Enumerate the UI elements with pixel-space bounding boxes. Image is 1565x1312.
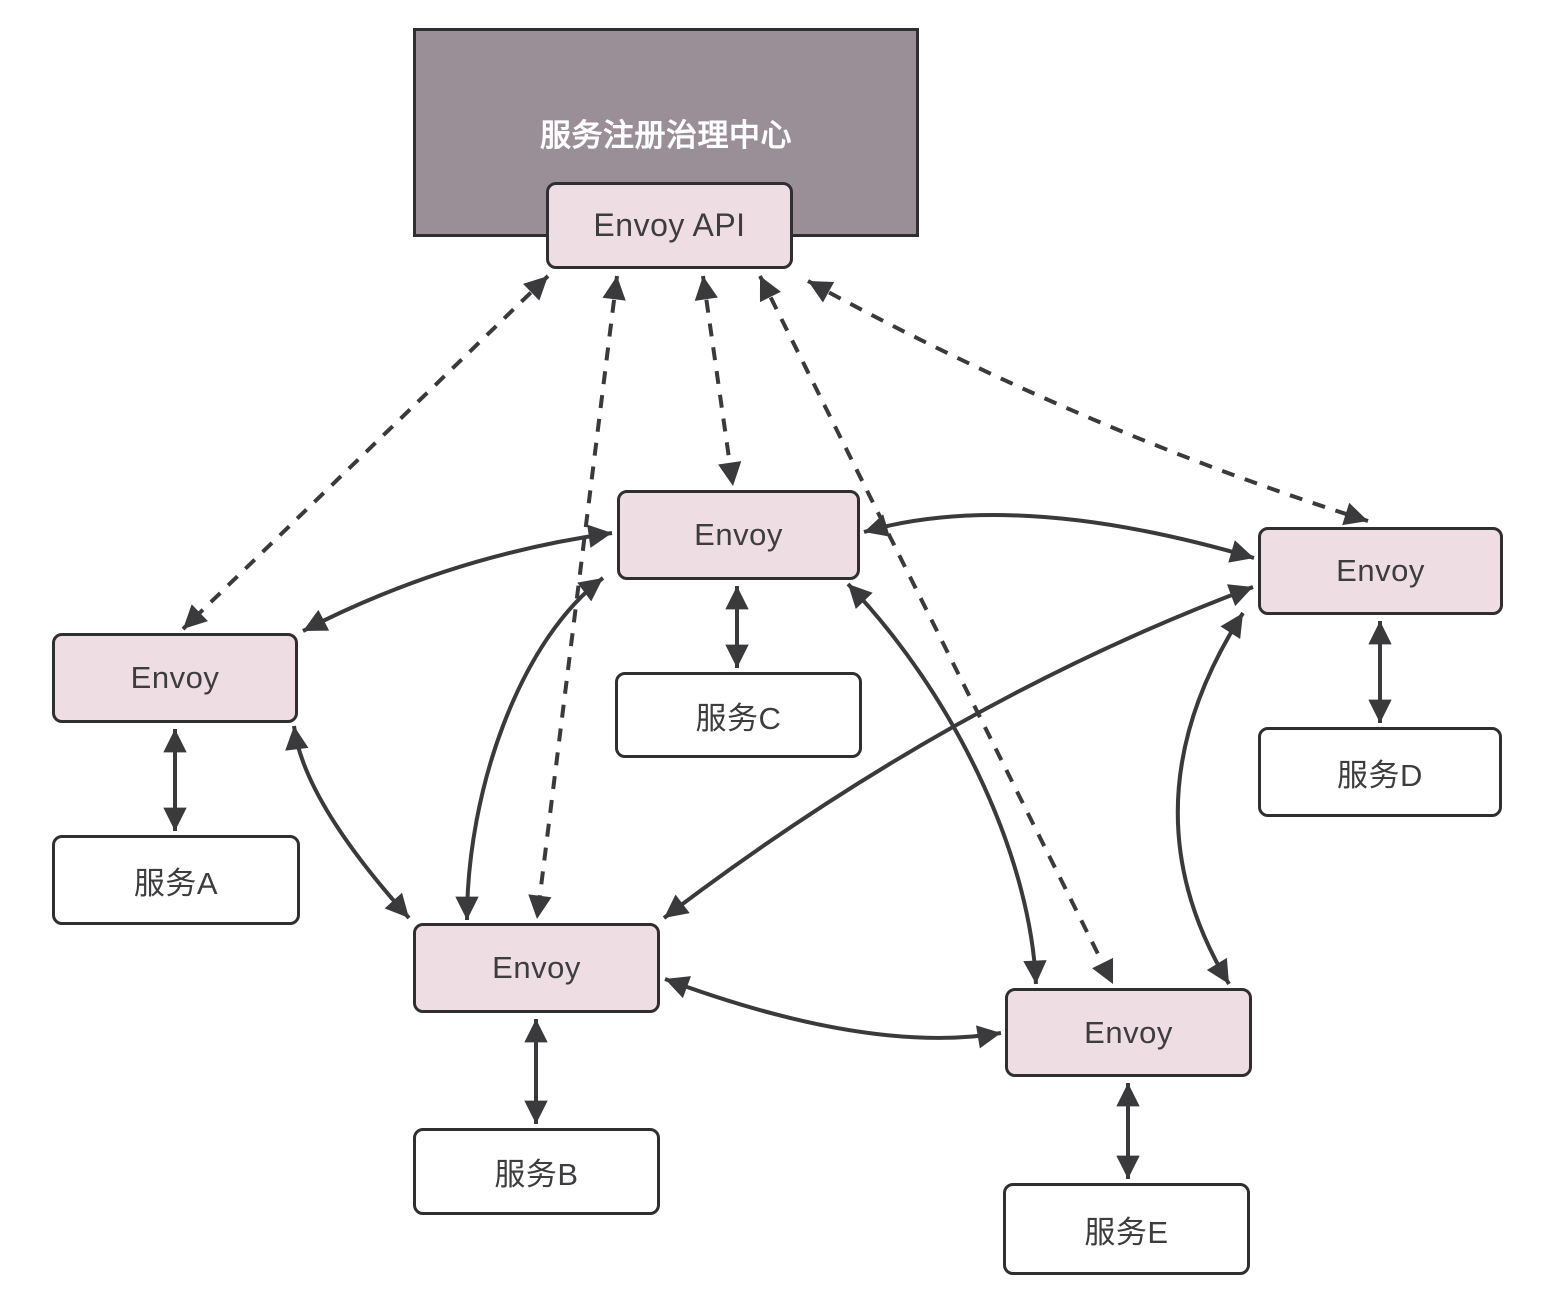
service-e-box: 服务E — [1003, 1183, 1250, 1275]
service-d-box: 服务D — [1258, 727, 1502, 817]
envoy-api-label: Envoy API — [593, 207, 746, 243]
envoy-api-box: Envoy API — [546, 182, 793, 269]
service-a-box: 服务A — [52, 835, 300, 925]
edge-envoy-a-envoy-c — [302, 524, 613, 633]
service-a-label: 服务A — [133, 865, 219, 901]
service-c-label: 服务C — [695, 700, 782, 736]
service-e-label: 服务E — [1084, 1214, 1169, 1250]
edge-envoy-c-envoy-d — [863, 513, 1255, 563]
registry-center-label: 服务注册治理中心 — [540, 118, 792, 153]
envoy-d-label: Envoy — [1336, 553, 1425, 588]
envoy-e-label: Envoy — [1084, 1014, 1173, 1050]
edge-envoy-b-envoy-e — [664, 976, 1002, 1049]
edge-envoy-d-envoy-e — [1175, 611, 1245, 986]
edge-envoy-c-envoy-e — [846, 582, 1047, 985]
service-b-box: 服务B — [413, 1128, 660, 1215]
edge-envoy-b-envoy-api — [528, 275, 626, 920]
edge-envoy-c-envoy-api — [694, 275, 742, 487]
service-b-label: 服务B — [494, 1157, 579, 1192]
edge-envoy-b-envoy-c — [455, 576, 605, 921]
edge-envoy-a-envoy-api — [181, 274, 550, 631]
envoy-b-box: Envoy — [413, 923, 660, 1013]
edge-envoy-d-envoy-api — [807, 279, 1369, 526]
service-c-box: 服务C — [615, 672, 862, 758]
envoy-c-label: Envoy — [694, 517, 783, 552]
edge-envoy-e-envoy-api — [758, 275, 1115, 985]
envoy-a-box: Envoy — [52, 633, 298, 723]
envoy-c-box: Envoy — [617, 490, 860, 580]
service-d-label: 服务D — [1337, 757, 1423, 793]
envoy-a-label: Envoy — [130, 660, 220, 695]
envoy-b-label: Envoy — [492, 950, 581, 985]
edge-envoy-a-envoy-b — [285, 725, 411, 920]
envoy-e-box: Envoy — [1005, 988, 1252, 1077]
envoy-d-box: Envoy — [1258, 527, 1503, 615]
